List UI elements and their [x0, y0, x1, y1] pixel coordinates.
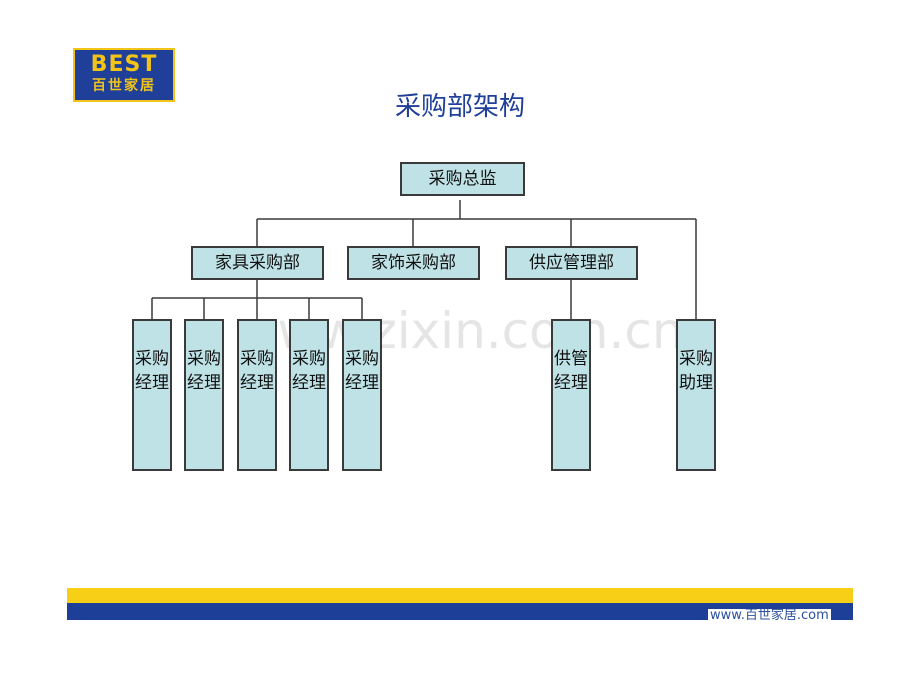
- footer-blue-band: [67, 603, 853, 620]
- org-node-head: 采购总监: [400, 162, 525, 196]
- org-node-supply-manager: 供管经理: [551, 319, 591, 471]
- footer-url: www.百世家居.com: [708, 609, 831, 620]
- org-node-furniture-dept: 家具采购部: [191, 246, 324, 280]
- logo-text-chinese: 百世家居: [92, 78, 156, 94]
- org-node-manager-2: 采购经理: [184, 319, 224, 471]
- logo-text-best: BEST: [90, 52, 158, 77]
- footer-yellow-band: [67, 588, 853, 603]
- org-node-decor-dept: 家饰采购部: [347, 246, 480, 280]
- org-node-supply-dept: 供应管理部: [505, 246, 638, 280]
- brand-logo: BEST 百世家居: [73, 48, 175, 102]
- org-node-manager-5: 采购经理: [342, 319, 382, 471]
- org-node-manager-1: 采购经理: [132, 319, 172, 471]
- org-node-assistant: 采购助理: [676, 319, 716, 471]
- org-node-manager-3: 采购经理: [237, 319, 277, 471]
- org-node-manager-4: 采购经理: [289, 319, 329, 471]
- page-title: 采购部架构: [394, 92, 525, 122]
